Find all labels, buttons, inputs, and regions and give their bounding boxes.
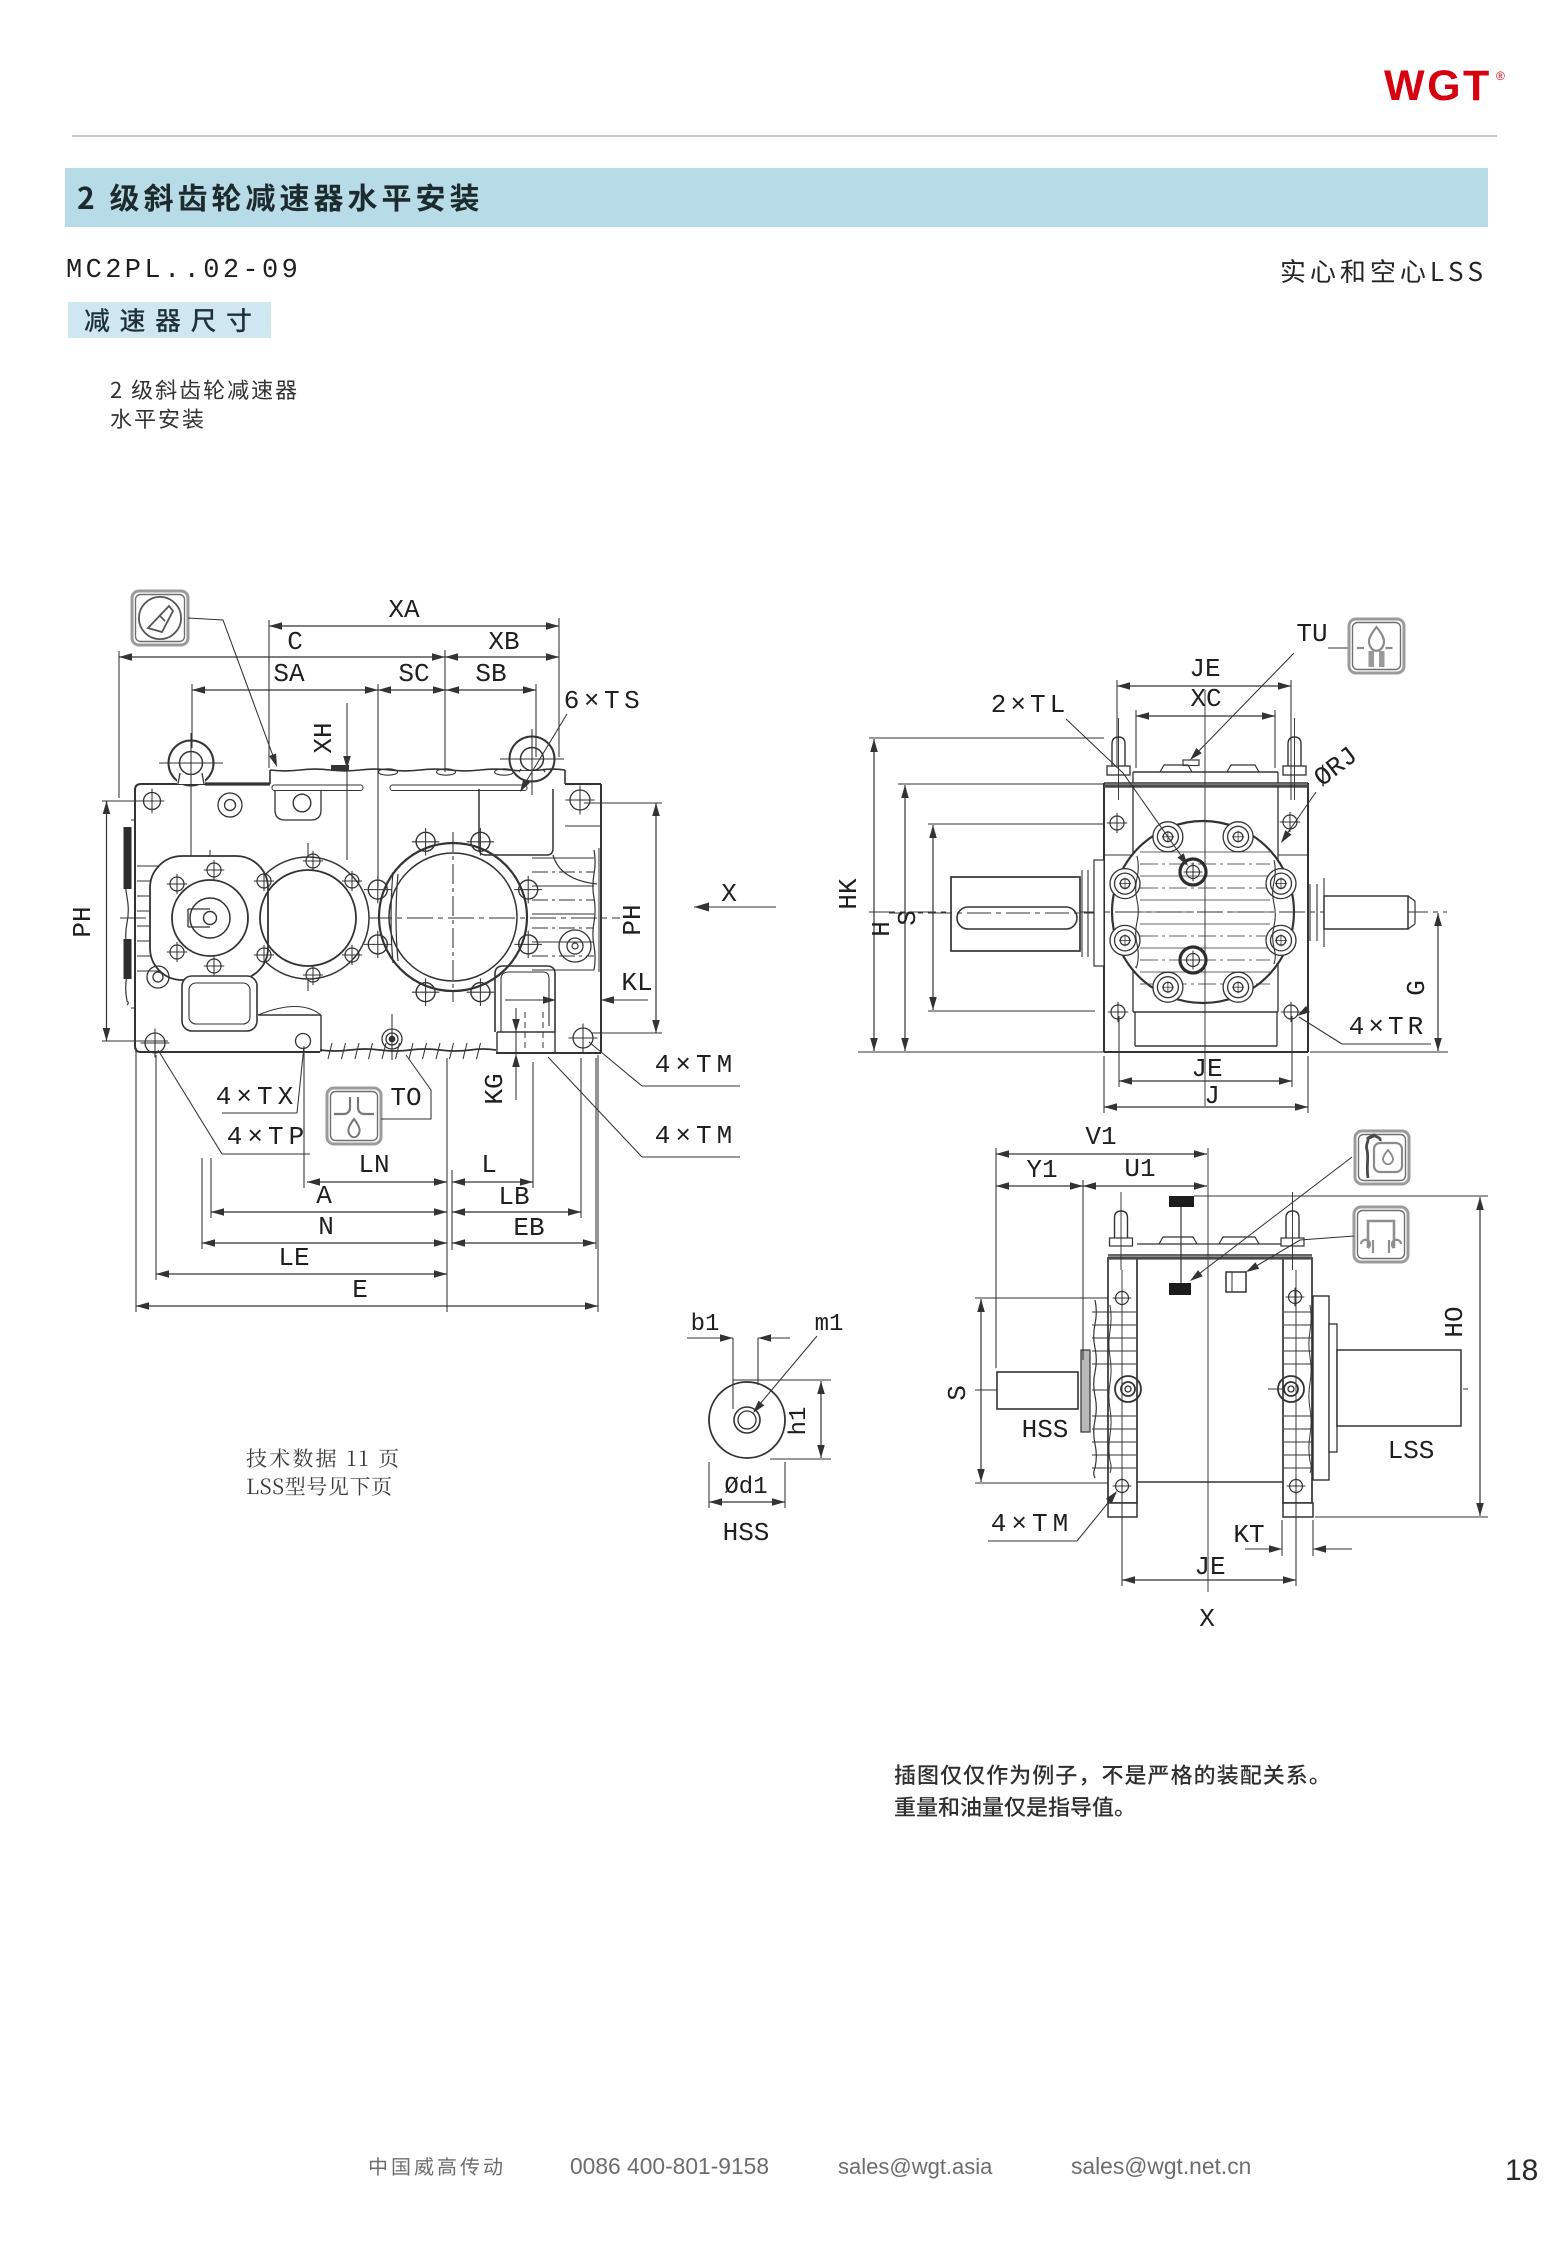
svg-text:6×TS: 6×TS — [564, 686, 644, 716]
svg-text:G: G — [1402, 980, 1432, 996]
svg-text:4×TM: 4×TM — [991, 1509, 1073, 1539]
svg-text:HK: HK — [834, 878, 864, 910]
svg-text:m1: m1 — [815, 1311, 844, 1338]
svg-text:KG: KG — [480, 1073, 510, 1104]
svg-text:JE: JE — [1194, 1552, 1225, 1582]
svg-text:sales@wgt.asia: sales@wgt.asia — [838, 2154, 993, 2179]
svg-text:XA: XA — [388, 595, 420, 625]
svg-text:h1: h1 — [786, 1407, 813, 1436]
svg-text:SC: SC — [398, 659, 429, 689]
svg-text:X: X — [1199, 1604, 1215, 1634]
svg-text:2×TL: 2×TL — [991, 690, 1069, 720]
svg-text:4×TR: 4×TR — [1349, 1012, 1427, 1042]
svg-text:b1: b1 — [691, 1311, 720, 1338]
svg-text:XB: XB — [488, 627, 519, 657]
svg-text:HO: HO — [1440, 1306, 1470, 1337]
svg-text:TO: TO — [390, 1083, 421, 1113]
svg-text:WGT: WGT — [1384, 62, 1492, 110]
svg-text:HSS: HSS — [1022, 1415, 1069, 1445]
svg-text:Y1: Y1 — [1026, 1155, 1057, 1185]
svg-text:18: 18 — [1505, 2154, 1538, 2187]
svg-text:0086 400-801-9158: 0086 400-801-9158 — [570, 2153, 769, 2179]
svg-text:SA: SA — [273, 659, 305, 689]
svg-text:JE: JE — [1189, 654, 1220, 684]
svg-text:J: J — [1204, 1081, 1220, 1111]
svg-text:U1: U1 — [1124, 1154, 1155, 1184]
svg-text:sales@wgt.net.cn: sales@wgt.net.cn — [1071, 2153, 1251, 2179]
svg-text:L: L — [481, 1150, 497, 1180]
svg-text:A: A — [316, 1181, 332, 1211]
svg-text:TU: TU — [1296, 619, 1327, 649]
svg-text:LE: LE — [278, 1243, 309, 1273]
svg-text:H: H — [867, 921, 897, 937]
svg-text:SB: SB — [475, 659, 506, 689]
svg-text:XC: XC — [1190, 684, 1221, 714]
svg-text:4×TM: 4×TM — [655, 1050, 737, 1080]
svg-text:S: S — [893, 910, 923, 926]
svg-text:4×TP: 4×TP — [227, 1122, 309, 1152]
svg-text:S: S — [943, 1385, 973, 1401]
svg-text:V1: V1 — [1085, 1122, 1116, 1152]
svg-text:E: E — [352, 1275, 368, 1305]
svg-text:PH: PH — [618, 904, 648, 935]
svg-text:JE: JE — [1191, 1054, 1222, 1084]
svg-text:LSS: LSS — [1388, 1436, 1435, 1466]
svg-text:4×TX: 4×TX — [216, 1082, 298, 1112]
svg-text:Ød1: Ød1 — [724, 1474, 767, 1501]
svg-text:C: C — [287, 627, 303, 657]
svg-text:LB: LB — [498, 1182, 529, 1212]
svg-text:PH: PH — [68, 906, 98, 937]
svg-text:KT: KT — [1233, 1520, 1264, 1550]
svg-text:XH: XH — [309, 722, 339, 753]
svg-text:LN: LN — [358, 1150, 389, 1180]
svg-text:KL: KL — [621, 968, 652, 998]
svg-text:4×TM: 4×TM — [655, 1121, 737, 1151]
svg-text:N: N — [318, 1212, 334, 1242]
svg-text:®: ® — [1496, 69, 1505, 83]
svg-text:MC2PL..02-09: MC2PL..02-09 — [66, 256, 301, 286]
svg-text:X: X — [721, 879, 737, 909]
svg-text:HSS: HSS — [723, 1518, 770, 1548]
svg-text:EB: EB — [513, 1213, 544, 1243]
